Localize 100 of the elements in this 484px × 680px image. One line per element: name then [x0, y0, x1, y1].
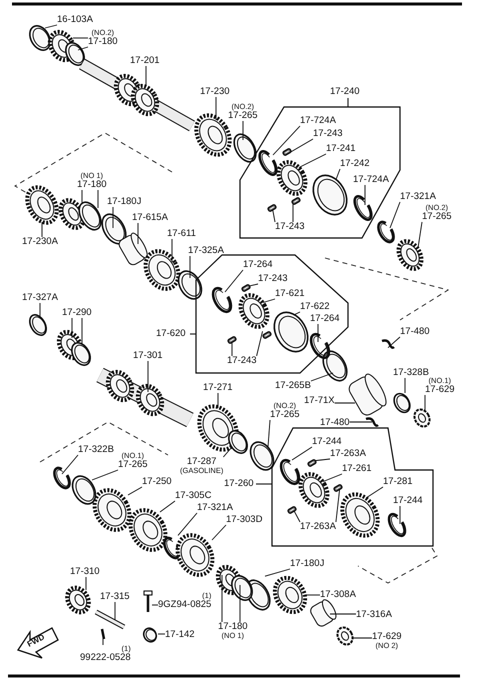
key-drawing — [266, 204, 278, 212]
key-drawing — [226, 336, 238, 344]
leader-line — [92, 470, 118, 480]
part-number: 17-327A — [22, 293, 58, 303]
part-number: 17-243 — [275, 222, 305, 232]
part-number: 17-321A — [400, 192, 436, 202]
part-number: 17-265 — [270, 410, 300, 420]
ring-drawing — [322, 350, 348, 382]
part-number: 17-230A — [22, 237, 58, 247]
part-number: 17-201 — [130, 56, 160, 66]
part-number: 17-724A — [353, 175, 389, 185]
leader-line — [388, 336, 400, 348]
leader-line — [404, 378, 406, 394]
key-drawing — [332, 484, 344, 492]
part-number: 17-265 — [118, 460, 148, 470]
ring-drawing — [65, 42, 85, 66]
key-drawing — [240, 284, 252, 292]
leader-line — [418, 222, 422, 248]
ring-drawing — [78, 201, 102, 231]
snap-ring-drawing — [280, 458, 300, 486]
part-number: 17-243 — [227, 356, 257, 366]
ring-drawing — [72, 475, 96, 505]
leader-line — [366, 486, 384, 498]
nut-drawing — [336, 626, 354, 646]
part-number: 17-305C — [175, 491, 212, 501]
shaft-drawing — [94, 610, 126, 630]
part-number: 17-244 — [312, 437, 342, 447]
clip-drawing — [366, 417, 379, 427]
part-number: 17-265B — [275, 381, 311, 391]
snap-ring-drawing — [212, 286, 232, 314]
part-number: 17-328B — [393, 368, 429, 378]
gear-drawing — [238, 293, 270, 329]
snap-ring-drawing — [163, 536, 181, 560]
key-drawing — [290, 196, 302, 206]
part-number: 16-103A — [57, 15, 93, 25]
part-number: 17-180 — [77, 180, 107, 190]
part-number: 17-263A — [330, 449, 366, 459]
part-number: 17-264 — [310, 314, 340, 324]
part-number: 17-243 — [313, 129, 343, 139]
gear-drawing — [176, 533, 214, 577]
snap-ring-drawing — [388, 512, 406, 538]
part-number: 17-244 — [393, 496, 423, 506]
key-drawing — [282, 148, 292, 156]
leader-line — [160, 500, 176, 512]
part-number: 17-241 — [326, 144, 356, 154]
leader-line — [310, 372, 334, 382]
bolt-drawing — [144, 590, 152, 612]
gear-drawing — [298, 472, 330, 508]
part-number: 17-180J — [107, 197, 142, 207]
part-number: 17-264 — [243, 260, 273, 270]
gear-drawing — [92, 488, 132, 532]
part-number: 17-180J — [290, 559, 324, 569]
part-number: 17-290 — [62, 308, 92, 318]
part-number: 17-263A — [300, 522, 336, 532]
part-number: 99222-0528 — [80, 653, 131, 663]
ring-drawing — [233, 133, 257, 163]
leader-line — [242, 120, 244, 140]
part-number: 17-180 — [88, 37, 118, 47]
ring-drawing — [29, 314, 47, 336]
ring-drawing — [71, 342, 91, 366]
leader-line — [212, 524, 226, 540]
part-number: 17-142 — [165, 630, 195, 640]
part-number: 17-310 — [70, 567, 100, 577]
part-number: 17-620 — [156, 329, 186, 339]
snap-ring-drawing — [310, 332, 330, 360]
key-drawing — [306, 458, 318, 468]
part-number: 17-281 — [383, 477, 413, 487]
nut-drawing — [413, 408, 431, 428]
part-number: 17-261 — [342, 464, 372, 474]
leader-line — [292, 204, 294, 222]
gear-drawing — [65, 586, 91, 614]
ring-drawing — [231, 575, 253, 601]
gear-drawing — [340, 492, 380, 538]
part-number: 17-243 — [258, 274, 288, 284]
direction-label: FWD — [26, 632, 46, 650]
key-drawing — [262, 330, 272, 340]
ring-drawing — [228, 430, 248, 454]
gear-drawing — [276, 160, 308, 196]
leader-line — [288, 138, 314, 154]
leader-line — [62, 454, 78, 474]
ring-drawing — [29, 25, 51, 51]
part-number: 17-315 — [100, 592, 130, 602]
gear-drawing — [128, 508, 168, 552]
leader-line — [268, 420, 270, 448]
snap-ring-drawing — [377, 220, 395, 244]
part-number: 17-308A — [320, 590, 356, 600]
leader-line — [272, 126, 300, 156]
gear-drawing — [25, 185, 59, 225]
leader-line — [44, 24, 58, 28]
leader-line — [390, 202, 400, 228]
part-number: 17-629 — [372, 632, 402, 642]
part-number: 17-265 — [228, 111, 258, 121]
part-number: 17-301 — [133, 351, 163, 361]
part-number: 17-322B — [78, 445, 114, 455]
leader-line — [292, 446, 312, 460]
part-number: 17-250 — [142, 477, 172, 487]
leader-line — [256, 330, 263, 356]
ring-drawing — [142, 627, 158, 643]
part-number: 17-240 — [330, 87, 360, 97]
part-number: 17-260 — [224, 479, 254, 489]
